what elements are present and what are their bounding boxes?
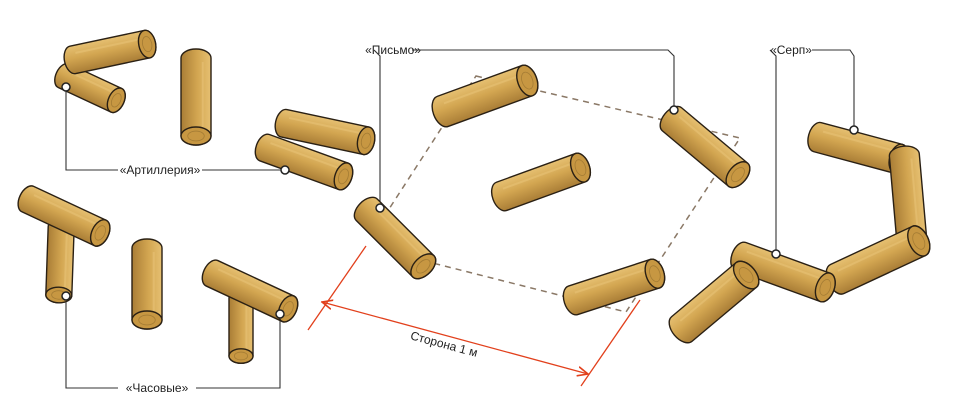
leader-sentries [65,296,118,389]
label-sentries: «Часовые» [126,381,189,395]
dot-sickle-left [771,249,781,259]
dot-sickle-right [849,125,859,135]
label-side-length: Сторона 1 м [409,328,479,359]
log-letter-top [431,64,539,128]
dimension-marker [307,245,641,387]
leader-letter-left [373,49,381,208]
leader-sentries-right [196,314,281,389]
log-standalone-bottom [131,238,163,330]
dot-sentries-left [61,291,71,301]
log-letter-bottom [562,258,666,316]
dot-letter-left [375,203,385,213]
log-sickle-bottom-left [668,260,760,344]
leader-lines [65,49,855,389]
log-artillery-4 [274,108,376,156]
label-sickle: «Серп» [770,43,812,57]
dot-artillery-right [280,165,290,175]
log-sickle-right-lower [825,225,931,295]
leader-artillery [65,87,118,171]
log-letter-center [490,152,592,212]
log-letter-left [353,196,437,280]
label-artillery: «Артиллерия» [120,163,201,177]
leader-sickle-right [812,49,855,130]
log-sentries-left-beam [17,185,111,247]
dot-sentries-right [275,309,285,319]
log-artillery-2 [63,29,157,75]
log-letter-right [659,105,751,189]
log-sickle-middle [730,241,836,303]
label-letter: «Письмо» [365,43,421,57]
log-sentries-right-post [228,290,254,364]
log-artillery-3 [254,133,354,191]
connector-dots [61,82,859,319]
dot-artillery-left [61,82,71,92]
log-sentries-right-beam [201,259,299,323]
leader-sickle-left [769,49,777,254]
log-artillery-1 [54,62,126,114]
dot-letter-right [669,105,679,115]
logs-layer [17,29,931,364]
leader-letter-right [412,49,675,110]
log-standalone-top [180,48,212,146]
